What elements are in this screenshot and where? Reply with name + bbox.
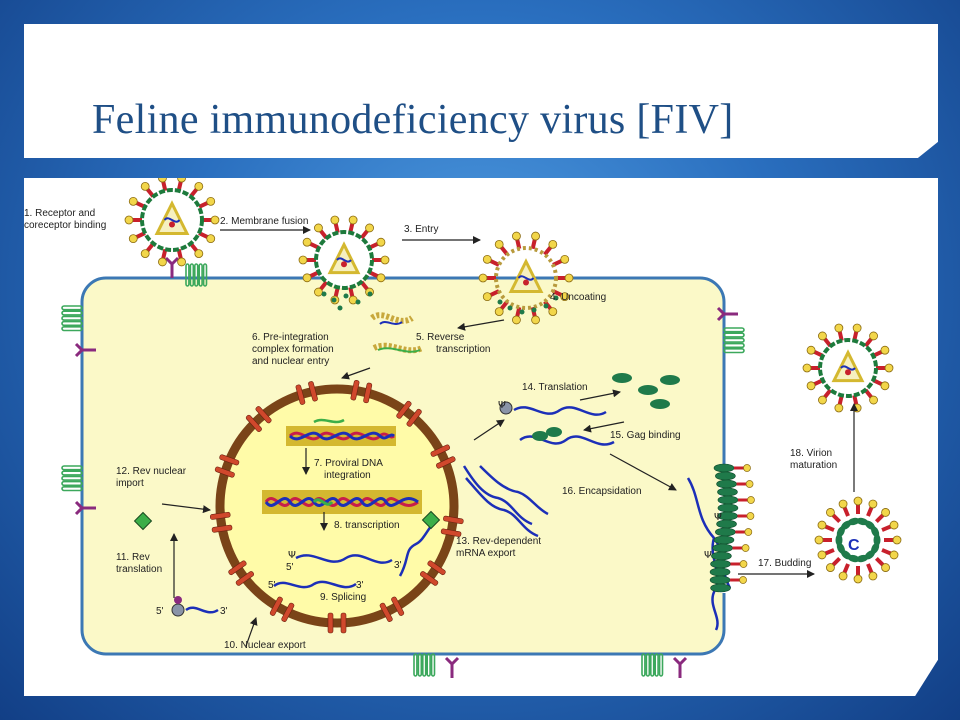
receptor xyxy=(444,656,460,678)
psi-symbol: Ψ xyxy=(288,550,296,561)
step10-label: 10. Nuclear export xyxy=(224,640,306,651)
nuclear-pore xyxy=(209,511,233,533)
step12-label: 12. Rev nuclear xyxy=(116,466,187,477)
step12-label-2: import xyxy=(116,478,144,489)
rna-rev-translation xyxy=(185,606,219,614)
nuclear-pore xyxy=(228,560,255,586)
virion-mature xyxy=(802,323,894,413)
coreceptor xyxy=(723,327,745,354)
step7-label-2: integration xyxy=(324,470,371,481)
step6-label: 6. Pre-integration xyxy=(252,332,329,343)
step6-label-3: and nuclear entry xyxy=(252,356,329,367)
rna-spliced xyxy=(273,580,357,589)
virions xyxy=(124,178,902,584)
receptor xyxy=(74,500,96,516)
step16-label: 16. Encapsidation xyxy=(562,486,642,497)
nuclear-pore xyxy=(440,515,464,537)
step9-label: 9. Splicing xyxy=(320,592,366,603)
nuclear-pore xyxy=(214,454,240,478)
step1-label: 1. Receptor and xyxy=(24,208,95,219)
coreceptor xyxy=(185,263,208,287)
nuclear-pore xyxy=(396,400,422,427)
step5-label: 5. Reverse xyxy=(416,332,465,343)
step4-label: 4. Uncoating xyxy=(550,292,606,303)
psi-symbol: Ψ xyxy=(714,512,722,523)
fiv-life-cycle-diagram: 1. Receptor and coreceptor binding 2. Me… xyxy=(24,178,902,678)
nuclear-pore xyxy=(269,596,295,622)
budding-gag-lattice xyxy=(709,463,755,593)
psi-symbol: Ψ xyxy=(704,550,712,561)
virion-entering xyxy=(478,231,574,325)
five-prime-label: 5' xyxy=(156,606,164,617)
virion-budding xyxy=(814,496,902,584)
virion-fusing xyxy=(298,215,390,311)
nuclear-pore xyxy=(295,381,318,405)
coreceptor xyxy=(413,653,436,677)
step15-label: 15. Gag binding xyxy=(610,430,681,441)
rna-export-c xyxy=(479,465,549,516)
membrane-receptors xyxy=(61,256,745,678)
five-prime-label: 5' xyxy=(286,562,294,573)
nuclear-pores xyxy=(209,379,464,634)
slide-title: Feline immunodeficiency virus [FIV] xyxy=(92,97,734,143)
nuclear-pore xyxy=(379,596,405,622)
step2-label: 2. Membrane fusion xyxy=(220,216,308,227)
step11-label: 11. Rev xyxy=(116,552,150,563)
step17-label: 17. Budding xyxy=(758,558,811,569)
process-arrows xyxy=(161,226,858,647)
virion-attaching xyxy=(124,178,220,267)
five-prime-label: 5' xyxy=(268,580,276,591)
coreceptor xyxy=(61,465,83,492)
step7-label: 7. Proviral DNA xyxy=(314,458,383,469)
gag-proteins xyxy=(532,373,680,441)
nuclear-pore xyxy=(327,612,347,634)
rna-translation xyxy=(513,406,607,416)
nuclear-pore xyxy=(350,379,373,404)
step18-label: 18. Virion xyxy=(790,448,832,459)
receptor xyxy=(716,306,738,322)
rev-proteins xyxy=(133,510,441,531)
psi-symbol: Ψ xyxy=(498,400,506,411)
step8-label: 8. transcription xyxy=(334,520,400,531)
rna-export-b xyxy=(465,477,539,538)
step5-label-2: transcription xyxy=(436,344,490,355)
receptor xyxy=(74,342,96,358)
nuclear-pore xyxy=(245,406,272,432)
step14-label: 14. Translation xyxy=(522,382,588,393)
receptor xyxy=(672,656,688,678)
step6-label-2: complex formation xyxy=(252,344,334,355)
step18-label-2: maturation xyxy=(790,460,837,471)
three-prime-label: 3' xyxy=(220,606,228,617)
rna-transcript xyxy=(295,554,393,564)
provirus-dna xyxy=(262,426,422,514)
step-labels: 1. Receptor and coreceptor binding 2. Me… xyxy=(24,208,860,651)
coreceptor xyxy=(641,653,664,677)
coreceptor xyxy=(61,305,83,332)
nuclear-pore xyxy=(419,560,446,586)
step13-label-2: mRNA export xyxy=(456,548,516,559)
pre-integration-complex xyxy=(313,312,424,424)
three-prime-label: 3' xyxy=(356,580,364,591)
title-panel xyxy=(24,24,938,158)
step1-label-2: coreceptor binding xyxy=(24,220,106,231)
step3-label: 3. Entry xyxy=(404,224,438,235)
step11-label-2: translation xyxy=(116,564,162,575)
rna-export-a xyxy=(462,465,533,526)
three-prime-label: 3' xyxy=(394,560,402,571)
nuclear-pore xyxy=(430,444,456,469)
step13-label: 13. Rev-dependent xyxy=(456,536,541,547)
ribosomes xyxy=(171,401,513,617)
receptor xyxy=(164,256,180,278)
capsid-c-label: C xyxy=(848,537,860,554)
